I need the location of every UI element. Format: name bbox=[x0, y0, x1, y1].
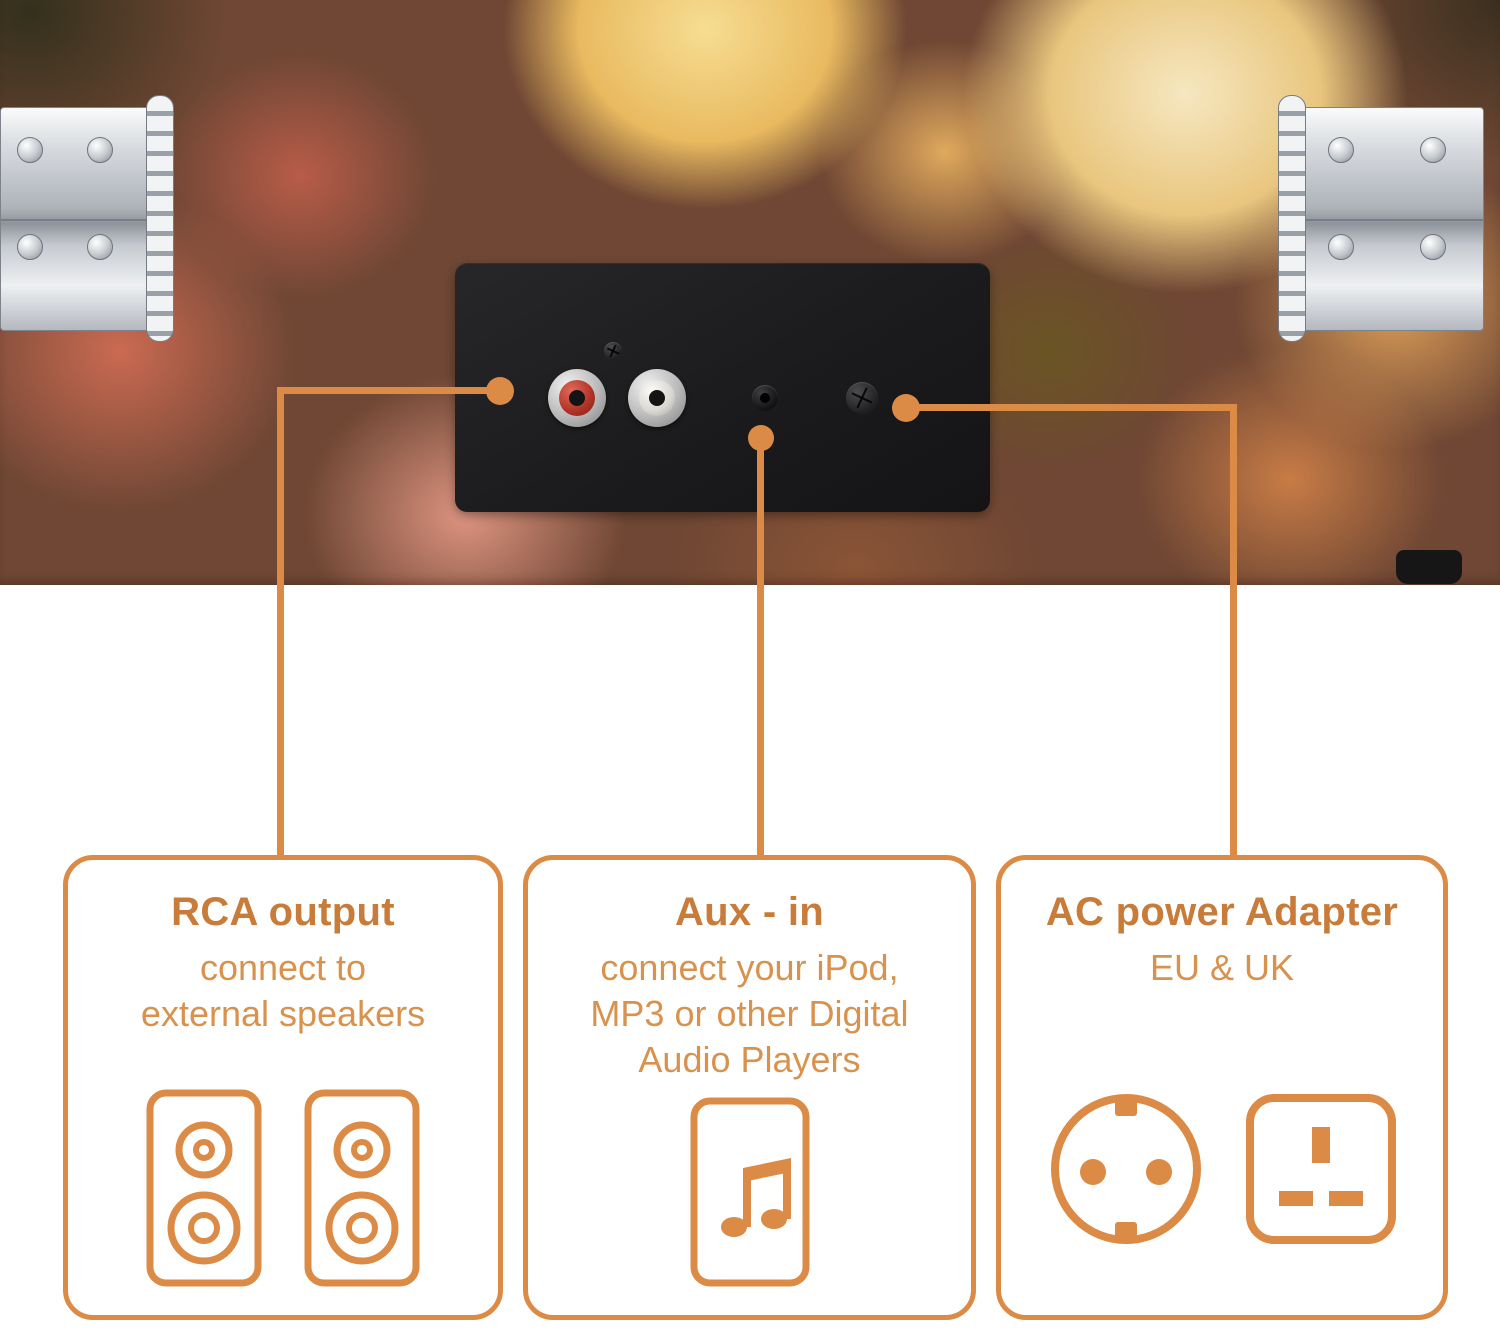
panel-screw-icon bbox=[604, 342, 622, 360]
hinge-screw bbox=[1420, 234, 1446, 260]
rca-callout-line-vertical bbox=[277, 387, 284, 857]
power-callout-line-vertical bbox=[1230, 404, 1237, 857]
hinge-screw bbox=[1328, 234, 1354, 260]
hinge-screw bbox=[17, 137, 43, 163]
rca-hole bbox=[649, 390, 665, 406]
hinge-right bbox=[1278, 95, 1484, 342]
callout-aux-in: Aux - in connect your iPod, MP3 or other… bbox=[523, 855, 976, 1320]
rca-output-left-jack bbox=[548, 369, 606, 427]
power-callout-line-horizontal bbox=[906, 404, 1237, 411]
hinge-left bbox=[0, 95, 176, 342]
power-jack bbox=[846, 382, 878, 414]
speaker-icon bbox=[145, 1088, 263, 1293]
callout-body: EU & UK bbox=[1149, 947, 1295, 988]
power-icons-row bbox=[1047, 1090, 1397, 1253]
callout-title: Aux - in bbox=[674, 890, 825, 934]
hinge-plate bbox=[1300, 107, 1484, 331]
hinge-barrel bbox=[146, 95, 174, 342]
rca-icons-row bbox=[145, 1088, 421, 1293]
music-player-icon bbox=[689, 1096, 811, 1293]
rca-hole bbox=[569, 390, 585, 406]
hinge-screw bbox=[1328, 137, 1354, 163]
hinge-screw bbox=[1420, 137, 1446, 163]
callout-rca-output: RCA output connect to external speakers bbox=[63, 855, 503, 1320]
product-photo bbox=[0, 0, 1500, 585]
speaker-icon bbox=[303, 1088, 421, 1293]
rca-output-right-jack bbox=[628, 369, 686, 427]
callout-ac-power: AC power Adapter EU & UK bbox=[996, 855, 1448, 1320]
hinge-screw bbox=[87, 137, 113, 163]
aux-icons-row bbox=[689, 1096, 811, 1293]
hinge-screw bbox=[87, 234, 113, 260]
callout-body: connect your iPod, MP3 or other Digital … bbox=[590, 947, 909, 1081]
rca-callout-line-horizontal bbox=[281, 387, 503, 394]
hinge-screw bbox=[17, 234, 43, 260]
callout-title: AC power Adapter bbox=[1045, 890, 1399, 934]
connection-panel bbox=[455, 263, 990, 512]
hinge-barrel bbox=[1278, 95, 1306, 342]
uk-socket-icon bbox=[1245, 1093, 1397, 1250]
callout-title: RCA output bbox=[171, 890, 395, 934]
case-foot bbox=[1396, 550, 1462, 584]
callout-body: connect to external speakers bbox=[140, 947, 426, 1035]
aux-callout-line-vertical bbox=[757, 436, 764, 857]
aux-in-jack bbox=[752, 385, 778, 411]
eu-socket-icon bbox=[1047, 1090, 1205, 1253]
